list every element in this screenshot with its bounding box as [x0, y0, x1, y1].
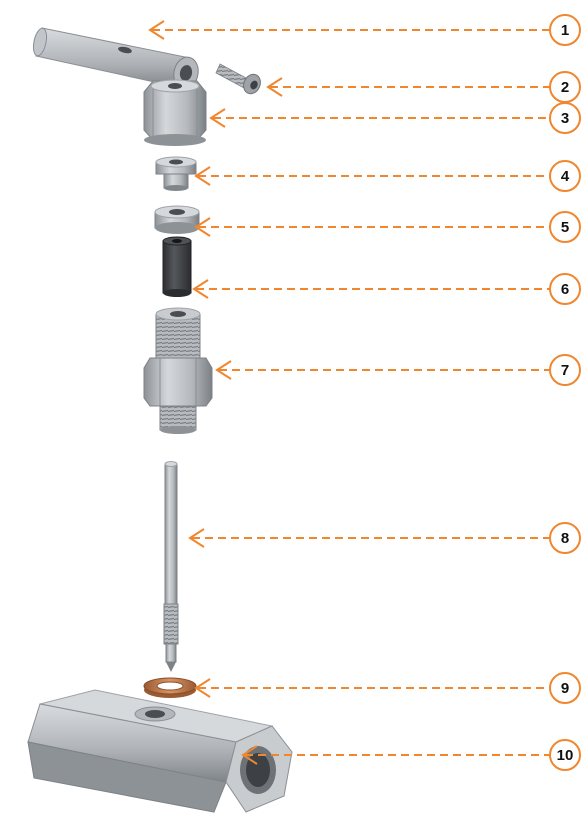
callout-number: 1 — [561, 22, 569, 39]
callout-cap-screw: 2 — [268, 72, 580, 102]
seal-ring-part — [144, 678, 196, 698]
callout-top-bushing: 4 — [196, 161, 580, 191]
callout-packing: 6 — [194, 274, 580, 304]
callout-number: 7 — [561, 362, 569, 379]
callout-gland-nut: 3 — [211, 103, 580, 133]
callout-number: 2 — [561, 79, 569, 96]
top-bushing-part — [156, 157, 196, 191]
gland-nut-part — [144, 80, 206, 146]
callout-number: 8 — [561, 530, 569, 547]
callout-needle-stem: 8 — [190, 523, 580, 553]
callout-number: 6 — [561, 281, 569, 298]
callout-number: 3 — [561, 110, 569, 127]
callout-number: 9 — [561, 680, 569, 697]
callout-bonnet: 7 — [217, 355, 580, 385]
callout-layer: 1 2 3 4 5 6 7 8 9 10 — [150, 15, 580, 770]
washer-part — [155, 206, 199, 234]
needle-stem-part — [164, 462, 178, 673]
callout-handle-bar: 1 — [150, 15, 580, 45]
callout-number: 10 — [557, 747, 574, 764]
callout-washer: 5 — [196, 212, 580, 242]
callout-number: 5 — [561, 219, 569, 236]
callout-seal-ring: 9 — [196, 673, 580, 703]
valve-body-part — [28, 690, 292, 812]
cap-screw-part — [216, 64, 263, 96]
callout-number: 4 — [561, 168, 570, 185]
packing-part — [163, 237, 191, 297]
callout-valve-body: 10 — [243, 740, 580, 770]
bonnet-part — [144, 308, 212, 434]
